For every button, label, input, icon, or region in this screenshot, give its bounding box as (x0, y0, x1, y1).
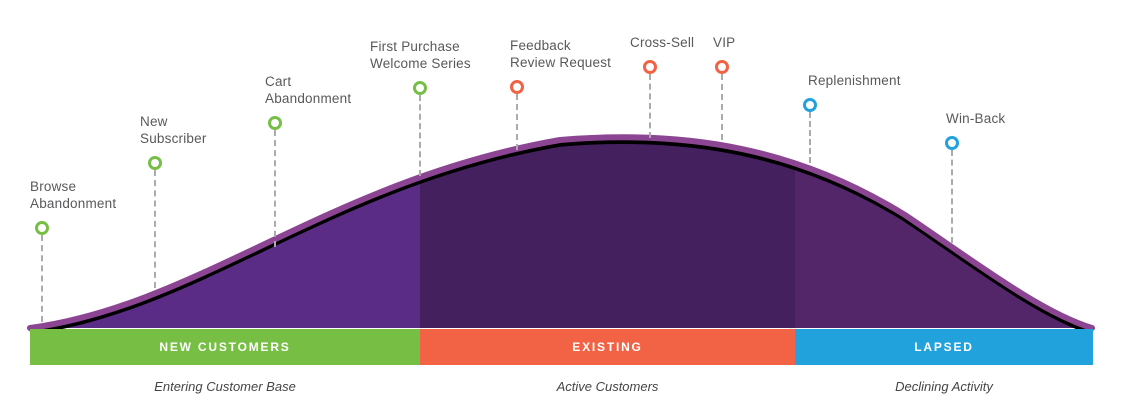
marker-dashed-line (154, 170, 156, 288)
curve-outline (27, 134, 1095, 331)
marker-label-line: Win-Back (946, 111, 1006, 126)
marker-dashed-line (274, 130, 276, 247)
marker-dot-icon (715, 60, 729, 74)
marker-label-line: First Purchase (370, 39, 460, 54)
segment-sublabel-text: Entering Customer Base (154, 379, 296, 394)
segment-bar-lapsed: LAPSED (795, 329, 1093, 365)
marker-dashed-line (809, 112, 811, 163)
segment-bar-label: EXISTING (572, 340, 643, 354)
marker-dot-icon (643, 60, 657, 74)
marker-label-line: Cross-Sell (630, 35, 695, 50)
marker-label-line: Cart (265, 74, 292, 89)
segment-bar-new-customers: NEW CUSTOMERS (30, 329, 420, 365)
curve-fill-new-customers (30, 177, 420, 328)
marker-dot-icon (148, 156, 162, 170)
marker-dot-icon (510, 80, 524, 94)
segment-sublabel-new-customers: Entering Customer Base (30, 379, 420, 394)
marker-label-win-back: Win-Back (946, 110, 1005, 127)
marker-label-line: Feedback (510, 38, 571, 53)
marker-label-line: Review Request (510, 55, 612, 70)
marker-label-line: VIP (713, 35, 736, 50)
segment-bar-label: LAPSED (914, 340, 974, 354)
marker-dot-icon (35, 221, 49, 235)
segment-bar-label: NEW CUSTOMERS (159, 340, 291, 354)
segment-sublabel-text: Declining Activity (895, 379, 993, 394)
marker-label-line: New (140, 114, 168, 129)
marker-label-line: Replenishment (808, 73, 901, 88)
marker-label-line: Abandonment (265, 91, 352, 106)
marker-dashed-line (951, 150, 953, 243)
segment-sublabel-text: Active Customers (556, 379, 659, 394)
segment-bar-existing: EXISTING (420, 329, 795, 365)
curve-shadow-line (29, 139, 1093, 335)
curve-fill-existing (420, 137, 795, 328)
marker-dashed-line (516, 94, 518, 150)
marker-dot-icon (945, 136, 959, 150)
marker-dot-icon (413, 81, 427, 95)
marker-label-line: Welcome Series (370, 56, 471, 71)
marker-label-vip: VIP (713, 34, 735, 51)
marker-label-line: Abandonment (30, 196, 117, 211)
marker-dashed-line (649, 74, 651, 138)
marker-dashed-line (41, 235, 43, 322)
marker-label-replenishment: Replenishment (808, 72, 901, 89)
marker-dot-icon (268, 116, 282, 130)
marker-label-cross-sell: Cross-Sell (630, 34, 694, 51)
marker-dashed-line (721, 74, 723, 140)
marker-label-line: Browse (30, 179, 77, 194)
segment-sublabel-lapsed: Declining Activity (795, 379, 1093, 394)
marker-label-line: Subscriber (140, 131, 207, 146)
marker-dashed-line (419, 95, 421, 176)
marker-dot-icon (803, 98, 817, 112)
segment-sublabel-existing: Active Customers (420, 379, 795, 394)
